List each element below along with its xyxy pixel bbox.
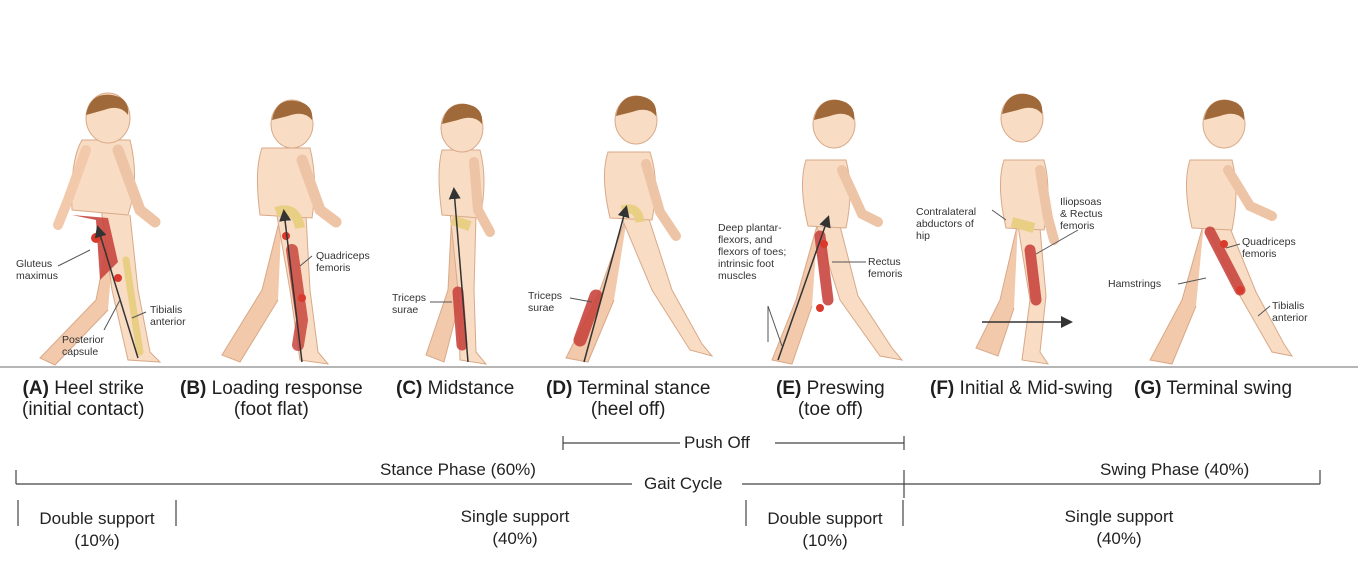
figure-g-terminal-swing bbox=[1149, 99, 1294, 365]
label-hamstrings: Hamstrings bbox=[1108, 278, 1162, 290]
push-off-label: Push Off bbox=[680, 433, 754, 452]
figure-a-heel-strike bbox=[39, 92, 162, 366]
double-support-1: Double support(10%) bbox=[39, 509, 155, 550]
phase-label-g: (G) Terminal swing bbox=[1134, 378, 1293, 399]
stance-phase-label: Stance Phase (60%) bbox=[376, 460, 540, 479]
figure-c-midstance bbox=[425, 103, 495, 365]
single-support-1: Single support(40%) bbox=[460, 507, 570, 548]
figure-e-preswing bbox=[771, 99, 904, 365]
label-contralateral-abductors: Contralateral abductors of hip bbox=[916, 206, 977, 242]
swing-phase-label: Swing Phase (40%) bbox=[1096, 460, 1254, 479]
phase-label-b: (B) Loading response (foot flat) bbox=[180, 378, 363, 420]
label-deep-plantar-flexors: Deep plantar- flexors, and flexors of to… bbox=[718, 222, 787, 282]
gait-cycle-label: Gait Cycle bbox=[640, 474, 727, 493]
figure-d-terminal-stance bbox=[565, 95, 714, 363]
phase-label-d: (D) Terminal stance (heel off) bbox=[546, 378, 711, 420]
phase-label-f: (F) Initial & Mid-swing bbox=[930, 378, 1113, 399]
phase-label-a: (A) Heel strike (initial contact) bbox=[22, 378, 145, 420]
single-support-2: Single support(40%) bbox=[1064, 507, 1174, 548]
figure-f-mid-swing bbox=[975, 93, 1073, 365]
annotation-leaders bbox=[57, 209, 1271, 347]
phase-label-c: (C) Midstance bbox=[396, 378, 515, 399]
label-iliopsoas-rectus: Iliopsoas & Rectus femoris bbox=[1060, 196, 1103, 232]
double-support-2: Double support(10%) bbox=[767, 509, 883, 550]
figure-b-loading-response bbox=[221, 99, 342, 365]
phase-label-e: (E) Preswing (toe off) bbox=[776, 378, 885, 420]
timeline-brackets bbox=[15, 436, 1321, 526]
